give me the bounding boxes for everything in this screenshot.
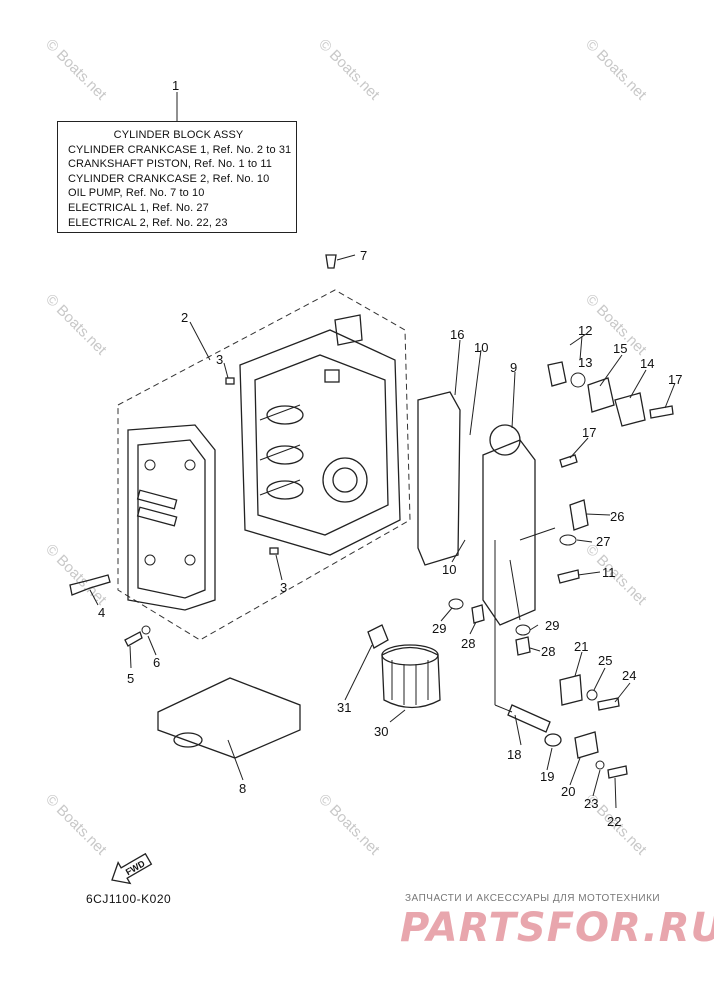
callout-number: 31 — [337, 700, 351, 715]
legend-line: CYLINDER CRANKCASE 1, Ref. No. 2 to 31 — [68, 143, 292, 156]
callout-number: 2 — [181, 310, 188, 325]
watermark: © Boats.net — [582, 36, 650, 104]
callout-number: 14 — [640, 356, 654, 371]
callout-number: 3 — [216, 352, 223, 367]
callout-number: 27 — [596, 534, 610, 549]
callout-number: 8 — [239, 781, 246, 796]
watermark: © Boats.net — [42, 791, 110, 859]
cylinder-crankcase — [239, 314, 401, 556]
callout-number: 30 — [374, 724, 388, 739]
callout-number: 29 — [432, 621, 446, 636]
crankcase-cover — [127, 424, 216, 611]
callout-number: 9 — [510, 360, 517, 375]
callout-number: 17 — [582, 425, 596, 440]
fwd-arrow: FWD — [111, 852, 153, 885]
legend-line: ELECTRICAL 2, Ref. No. 22, 23 — [68, 216, 228, 229]
legend-title: CYLINDER BLOCK ASSY — [113, 129, 244, 141]
legend-line: ELECTRICAL 1, Ref. No. 27 — [68, 201, 209, 214]
legend-line: OIL PUMP, Ref. No. 7 to 10 — [68, 187, 205, 200]
oil-pump-plate — [482, 439, 536, 626]
watermark: © Boats.net — [315, 791, 383, 859]
fwd-label: FWD — [124, 858, 147, 877]
callout-number: 15 — [613, 341, 627, 356]
legend-line: CYLINDER CRANKCASE 2, Ref. No. 10 — [68, 172, 270, 185]
callout-number: 1 — [172, 78, 179, 93]
callout-number: 18 — [507, 747, 521, 762]
callout-number: 19 — [540, 769, 554, 784]
brand-logo: PARTSFOR.RU — [400, 905, 714, 951]
brand-subtitle: ЗАПЧАСТИ И АКСЕССУАРЫ ДЛЯ МОТОТЕХНИКИ — [405, 893, 661, 904]
oil-filter — [381, 644, 441, 709]
callout-number: 6 — [153, 655, 160, 670]
callout-number: 28 — [461, 636, 475, 651]
callout-number: 11 — [602, 565, 616, 580]
leader-lines — [89, 92, 676, 809]
watermark: © Boats.net — [582, 541, 650, 609]
watermark: © Boats.net — [42, 36, 110, 104]
callout-number: 10 — [442, 562, 456, 577]
callout-number: 20 — [561, 784, 575, 799]
callout-number: 3 — [280, 580, 287, 595]
callout-number: 5 — [127, 671, 134, 686]
bottom-gasket — [157, 677, 301, 759]
gasket — [417, 391, 461, 566]
callout-number: 16 — [450, 327, 464, 342]
gasket-hole — [173, 732, 203, 748]
callout-number: 24 — [622, 668, 636, 683]
callout-number: 23 — [584, 796, 598, 811]
callout-number: 10 — [474, 340, 488, 355]
callout-number: 13 — [578, 355, 592, 370]
callout-number: 26 — [610, 509, 624, 524]
callout-number: 12 — [578, 323, 592, 338]
legend-line: CRANKSHAFT PISTON, Ref. No. 1 to 11 — [68, 158, 273, 171]
callout-number: 17 — [668, 372, 682, 387]
callout-number: 4 — [98, 605, 105, 620]
callout-number: 21 — [574, 639, 588, 654]
assembly-outline — [117, 289, 411, 641]
callout-number: 29 — [545, 618, 559, 633]
diagram-code: 6CJ1100-K020 — [86, 892, 172, 906]
small-parts — [69, 254, 674, 779]
watermark: © Boats.net — [42, 291, 110, 359]
watermark: © Boats.net — [315, 36, 383, 104]
callout-number: 22 — [607, 814, 621, 829]
filter-nipple — [367, 624, 389, 649]
oil-pump — [489, 424, 521, 456]
callout-number: 25 — [598, 653, 612, 668]
callout-labels: 1 2 3 3 4 5 6 7 8 9 10 10 11 12 13 14 15… — [98, 78, 682, 829]
watermark: © Boats.net — [42, 541, 110, 609]
callout-number: 7 — [360, 248, 367, 263]
callout-number: 28 — [541, 644, 555, 659]
assembly-legend: CYLINDER BLOCK ASSY CYLINDER CRANKCASE 1… — [57, 121, 297, 233]
